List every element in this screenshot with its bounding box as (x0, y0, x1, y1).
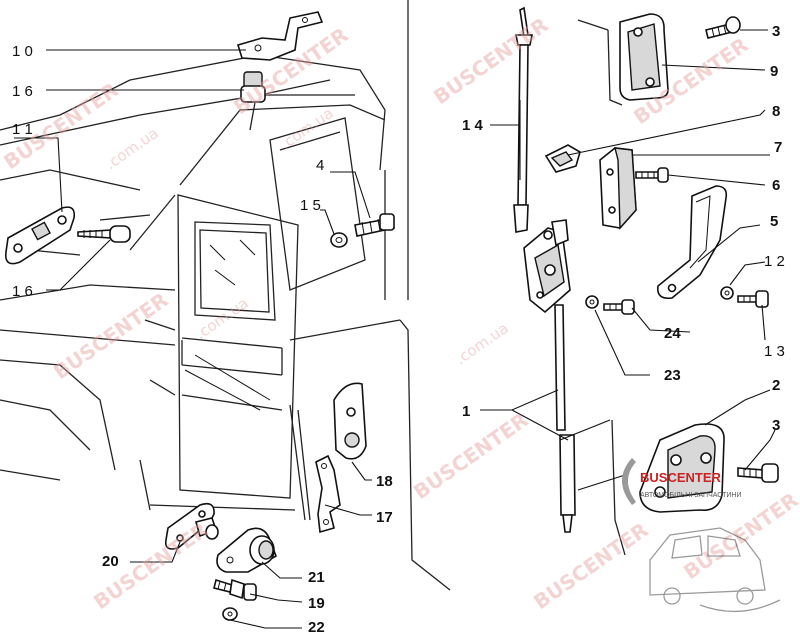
watermark-brand: BUSCENTER (429, 13, 552, 109)
bumper-mount-21 (216, 527, 277, 573)
screw-3-top (705, 16, 741, 39)
buscenter-logo: BUSCENTER АВТОМОБІЛЬНІ ЗАПЧАСТИНИ (622, 458, 741, 505)
label-8: 8 (772, 103, 780, 120)
label-21: 21 (308, 569, 325, 586)
watermark-brand: BUSCENTER (529, 518, 652, 614)
label-13: 1 3 (764, 343, 785, 360)
label-22: 22 (308, 619, 325, 634)
hinge-bracket-10 (236, 11, 324, 61)
lower-rod-1 (554, 304, 576, 533)
label-9: 9 (770, 63, 778, 80)
label-19: 19 (308, 595, 325, 612)
van-body-outline (0, 54, 401, 511)
screw-3-bottom (737, 463, 779, 483)
label-10: 1 0 (12, 43, 33, 60)
watermark-site: .com.ua (102, 124, 162, 173)
label-23: 23 (664, 367, 681, 384)
screw-13 (737, 290, 769, 308)
label-17: 17 (376, 509, 393, 526)
label-15: 1 5 (300, 197, 321, 214)
lower-hinge-2 (639, 423, 725, 513)
label-11: 1 1 (12, 121, 33, 138)
hinge-arm-5 (656, 185, 728, 300)
watermark-site: .com.ua (277, 104, 337, 153)
striker-plate-11 (4, 206, 76, 265)
washer-12 (720, 286, 734, 300)
label-24: 24 (664, 325, 681, 342)
logo-title: BUSCENTER (640, 470, 722, 485)
strap-17 (315, 454, 341, 534)
label-3-top: 3 (772, 23, 780, 40)
label-14: 1 4 (462, 117, 484, 134)
washer-22 (222, 607, 238, 621)
watermark-site: .com.ua (452, 319, 512, 368)
section-dividers (399, 0, 626, 591)
label-5: 5 (770, 213, 778, 230)
label-20: 20 (102, 553, 119, 570)
screw-6 (635, 167, 669, 183)
label-16-bottom: 1 6 (12, 283, 33, 300)
rear-door-panel (177, 194, 311, 521)
watermark-brand: BUSCENTER (409, 408, 532, 504)
hinge-9 (619, 13, 669, 101)
label-6: 6 (772, 177, 780, 194)
van-silhouette (649, 527, 781, 613)
label-18: 18 (376, 473, 393, 490)
washer-23 (585, 295, 599, 309)
label-4: 4 (316, 157, 324, 174)
lock-mechanism (523, 219, 571, 314)
screw-16 (77, 225, 131, 243)
label-12: 1 2 (764, 253, 785, 270)
bracket-block-7 (599, 147, 637, 230)
label-1: 1 (462, 403, 470, 420)
plate-20 (164, 502, 219, 550)
rubber-bumper-16 (240, 71, 266, 103)
label-3-bottom: 3 (772, 417, 780, 434)
bolt-19 (213, 578, 257, 601)
label-7: 7 (774, 139, 782, 156)
leader-lines (14, 29, 776, 629)
watermarks: BUSCENTER .com.ua BUSCENTER .com.ua BUSC… (0, 13, 800, 614)
screw-24 (603, 299, 635, 315)
clip-8 (544, 144, 581, 173)
washer-15 (330, 232, 348, 248)
plate-18 (333, 382, 367, 460)
label-16-top: 1 6 (12, 83, 33, 100)
part-labels: 1 0 1 6 1 1 1 6 4 1 5 1 4 1 3 9 8 7 6 5 … (12, 23, 785, 634)
logo-subtitle: АВТОМОБІЛЬНІ ЗАПЧАСТИНИ (640, 492, 741, 499)
label-2: 2 (772, 377, 780, 394)
bolt-4 (354, 213, 395, 237)
